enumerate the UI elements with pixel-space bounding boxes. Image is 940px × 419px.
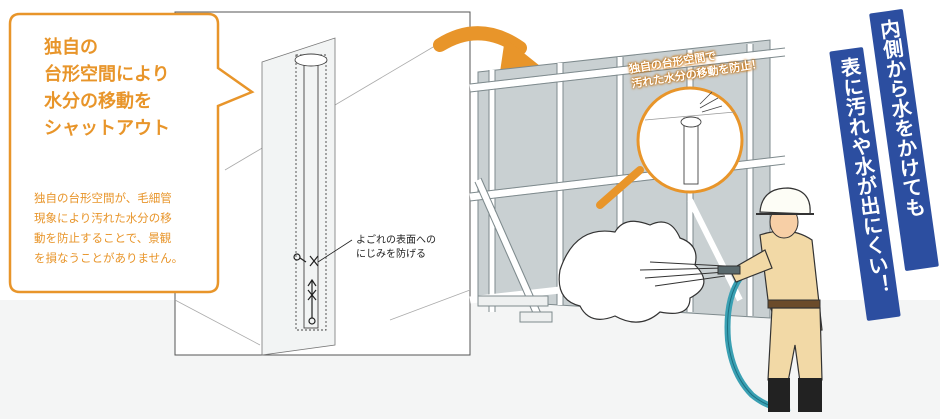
- helmet-icon: [759, 187, 811, 215]
- water-spray: [558, 220, 726, 323]
- detail-panel: [261, 37, 336, 356]
- bubble-body: 独自の台形空間が、毛細管 現象により汚れた水分の移 動を防止することで、景観 を…: [34, 191, 184, 265]
- detail-box: [174, 11, 471, 356]
- detail-note: よごれの表面への にじみを防げる: [356, 235, 436, 260]
- splash-cloud: [558, 220, 705, 323]
- joint-profile: [295, 54, 327, 331]
- note-leader: [317, 239, 353, 263]
- pointer-arrow: [433, 26, 540, 72]
- magnifier-circle: [596, 86, 744, 209]
- worker-figure: [717, 187, 823, 412]
- speech-bubble: [8, 12, 255, 294]
- bubble-title: 独自の 台形空間により 水分の移動を シャットアウト: [44, 37, 170, 139]
- water-block-markers: [293, 253, 319, 325]
